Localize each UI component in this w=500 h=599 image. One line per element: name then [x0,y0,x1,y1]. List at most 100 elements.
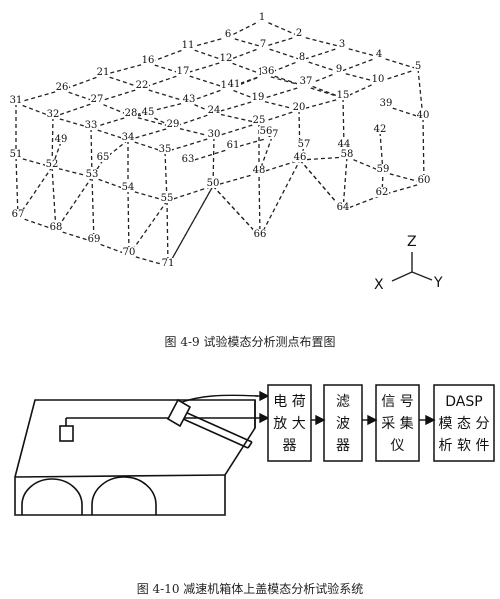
measurement-point-label: 56 [260,126,273,137]
node-label-background [166,119,180,129]
measurement-point-label: 70 [123,247,136,258]
node-label-background [124,108,138,118]
node-label-background [371,74,385,84]
measurement-point-label: 30 [208,129,221,140]
node-label-background [158,144,172,154]
mesh-edge [141,87,189,103]
block-text-line: 放 大 [273,416,305,432]
measurement-point-label: 37 [300,76,313,87]
block-text-line: 信 号 [381,394,413,410]
y-axis-line [411,271,433,281]
node-label-background [207,129,221,139]
accelerometer-sensor [59,417,238,442]
mesh-edge [301,59,340,73]
measurement-point-label: 45 [142,107,155,118]
measurement-point-label: 57 [298,139,311,150]
measurement-point-label: 61 [227,140,240,151]
node-label-background [182,94,196,104]
measurement-point-label: 8 [299,52,305,63]
node-label-background [379,98,393,108]
node-label-background [373,124,387,134]
measurement-point-label: 66 [254,229,267,240]
block-text-line: DASP [445,394,482,410]
mesh-edge [55,176,93,231]
mesh-edge [213,112,260,124]
measurement-point-label: 31 [10,95,23,106]
measurement-point-label: 19 [252,92,265,103]
node-label-background [259,39,267,49]
node-label-background [258,12,266,22]
node-label-background [414,61,422,71]
measurement-point-label: 60 [418,175,431,186]
mesh-edge [51,116,54,168]
measurement-point-label: 5 [415,61,421,72]
measurement-point-label: 50 [207,178,220,189]
mesh-edge [298,97,344,111]
measurement-point-label: 52 [46,159,59,170]
mesh-edge [341,46,380,58]
block-text-line: 器 [336,438,350,454]
block-text-line: 滤 [336,394,350,410]
z-axis-label: Z [407,234,417,250]
measurement-point-label: 6 [225,29,231,40]
node-label-background [261,66,275,76]
mesh-edge [338,56,380,73]
block-text-line: 电 荷 [273,394,305,410]
measurement-point-label: 36 [262,66,275,77]
mesh-edge [96,87,143,103]
measurement-point-label: 34 [122,132,135,143]
node-label-background [417,175,431,185]
measurement-point-label: 35 [159,144,172,155]
measurement-point-label: 53 [86,169,99,180]
node-label-background [375,187,389,197]
measurement-point-label: 28 [125,108,138,119]
node-label-background [96,152,110,162]
mesh-edge [212,185,261,238]
mesh-edge [301,46,343,61]
measurement-point-label: 64 [337,202,350,213]
mesh-edge [182,60,227,75]
node-label-background [160,193,174,203]
mesh-edge [298,109,301,161]
measurement-point-label: 40 [417,110,430,121]
mesh-edge [90,127,93,178]
mesh-edge [262,46,303,61]
mesh-edge [258,172,261,238]
gearbox-cover [14,399,256,516]
node-label-background [96,67,110,77]
measurement-point-label: 58 [341,149,354,160]
node-label-background [336,90,350,100]
node-label-background [141,55,155,65]
mesh-edge [259,159,301,238]
mesh-edge [15,89,63,104]
measurement-point-label: 63 [182,154,195,165]
node-label-background [207,105,221,115]
node-label-background [340,149,354,159]
node-label-background [121,132,135,142]
measurement-point-label: 11 [182,40,195,51]
block-frame [375,384,420,462]
measurement-point-label: 9 [336,64,342,75]
measurement-point-label: 48 [253,165,266,176]
block-text-line: 器 [283,438,297,454]
measurement-point-label: 25 [253,115,266,126]
block-text-line: 波 [336,416,350,432]
node-label-background [11,209,25,219]
measurement-point-label: 29 [167,119,180,130]
signal-arrows-to-amplifier [238,390,270,424]
mesh-edge [17,166,53,218]
measurement-point-label: 3 [339,39,345,50]
mesh-edge [213,99,259,114]
mesh-edge [227,19,263,38]
measurement-point-label: 44 [338,139,351,150]
mesh-edge [212,172,260,187]
node-label-background [85,169,99,179]
node-label-background [293,152,307,162]
measurement-point-label: 32 [47,109,60,120]
measurement-point-label: 39 [380,98,393,109]
mesh-edge [212,136,215,187]
measurement-point-label: 42 [374,124,387,135]
node-label-background [297,139,311,149]
mesh-edge [164,136,215,153]
